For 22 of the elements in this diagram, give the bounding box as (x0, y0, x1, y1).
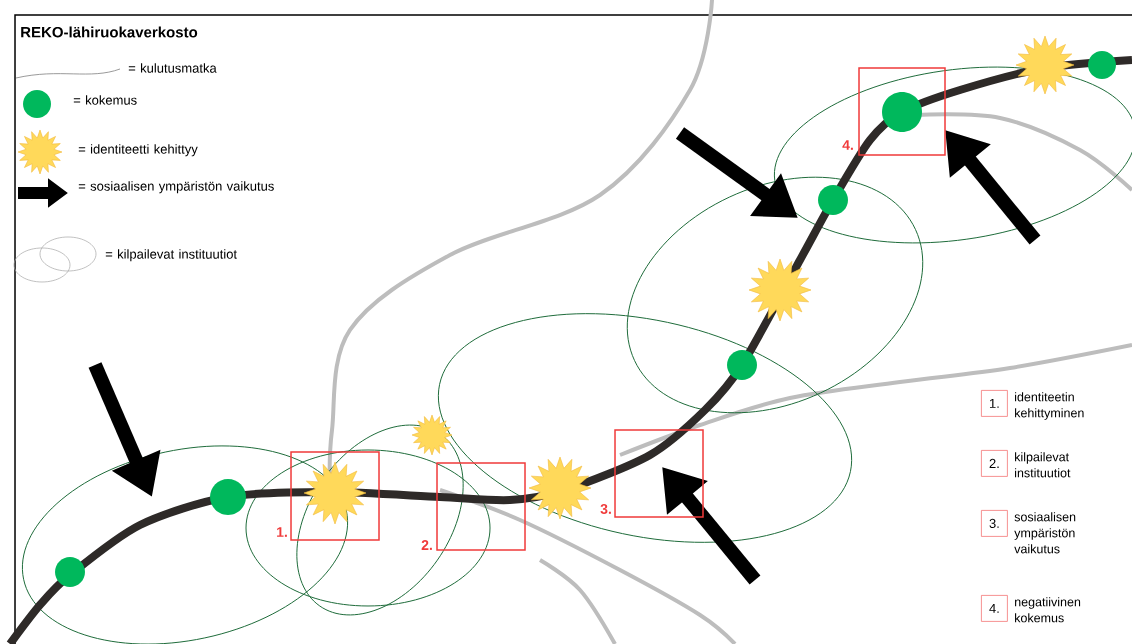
key-description: sosiaalisen ympäristön vaikutus (1014, 512, 1076, 554)
highlight-box (614, 429, 704, 518)
key-description: negatiivinen kokemus (1015, 597, 1081, 623)
title: REKO-lähiruokaverkosto (21, 26, 198, 38)
key-number: 3. (981, 510, 1008, 537)
key-number: 2. (981, 450, 1008, 477)
callout-number: 1. (277, 527, 287, 537)
callout-number: 4. (842, 140, 853, 150)
key-number: 1. (981, 390, 1008, 417)
legend-text: = kulutusmatka (128, 63, 217, 73)
legend-text: = kilpailevat instituutiot (105, 249, 237, 262)
callout-number: 3. (600, 504, 611, 514)
key-description: identiteetin kehittyminen (1015, 392, 1084, 420)
legend-text: = sosiaalisen ympäristön vaikutus (78, 181, 274, 194)
highlight-box (436, 462, 526, 551)
highlight-box (290, 451, 380, 541)
legend-text: = kokemus (73, 95, 137, 105)
callout-number: 2. (421, 540, 432, 550)
highlight-box (858, 67, 946, 156)
legend-text: = identiteetti kehittyy (78, 144, 198, 157)
key-number: 4. (981, 595, 1008, 622)
key-description: kilpailevat instituutiot (1015, 452, 1071, 478)
